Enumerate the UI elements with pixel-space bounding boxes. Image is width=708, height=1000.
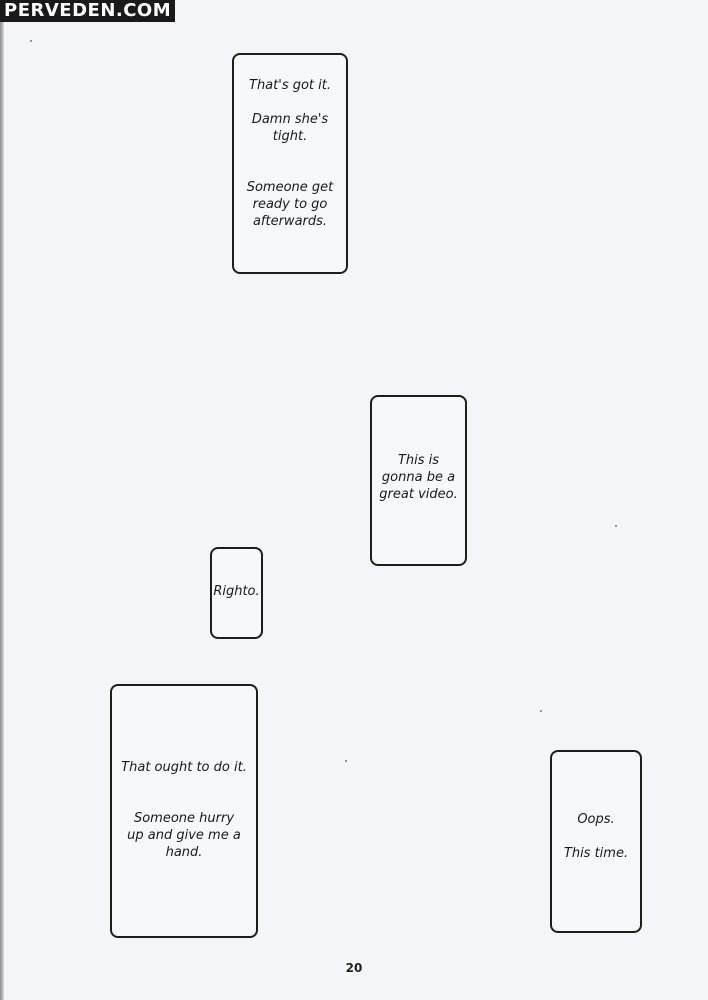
bubble-line: Oops. <box>577 812 615 827</box>
bubble-line: This time. <box>563 846 629 861</box>
paper-speck <box>615 525 617 527</box>
bubble-line: Someone get <box>246 180 334 195</box>
bubble-line: afterwards. <box>252 214 328 229</box>
bubble-line: That ought to do it. <box>121 760 247 775</box>
bubble-line: great video. <box>379 487 458 502</box>
bubble-line: ready to go <box>252 197 328 212</box>
bubble-line: This is <box>397 453 440 468</box>
paper-speck <box>540 710 542 712</box>
paper-speck <box>30 40 32 42</box>
bubble-line: up and give me a <box>127 828 241 843</box>
bubble-line: hand. <box>165 845 203 860</box>
bubble-oops: Oops. This time. <box>550 750 642 933</box>
bubble-righto: Righto. <box>210 547 263 639</box>
bubble-line: tight. <box>272 129 308 144</box>
bubble-ought-to-do-it: That ought to do it. Someone hurry up and … <box>110 684 258 938</box>
page-number: 20 <box>345 961 363 975</box>
page-edge-shadow <box>0 0 4 1000</box>
bubble-line: Righto. <box>213 584 260 599</box>
bubble-line: Damn she's <box>251 112 329 127</box>
paper-speck <box>345 760 347 762</box>
bubble-line: gonna be a <box>381 470 456 485</box>
bubble-thats-got-it: That's got it. Damn she's tight. Someone ge… <box>232 53 348 274</box>
bubble-great-video: This is gonna be a great video. <box>370 395 467 566</box>
bubble-line: That's got it. <box>249 78 331 93</box>
site-watermark: PERVEDEN.COM <box>0 0 176 22</box>
bubble-line: Someone hurry <box>133 811 235 826</box>
